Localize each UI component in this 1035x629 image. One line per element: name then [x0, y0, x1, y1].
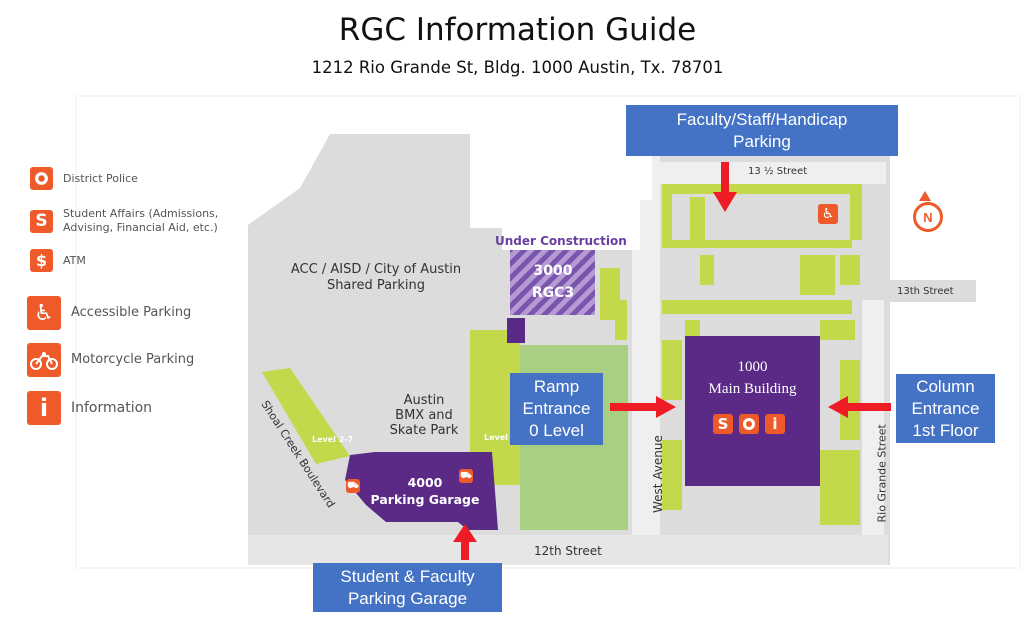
thirteenth-road: [884, 280, 976, 302]
page-title: RGC Information Guide: [338, 12, 697, 48]
west-ave-road: [632, 128, 660, 565]
shared-parking-line1: ACC / AISD / City of Austin: [290, 262, 462, 277]
dollar-icon: $: [30, 249, 53, 272]
legend-accessible-parking: ♿ Accessible Parking: [27, 296, 191, 330]
callout-line: Ramp: [533, 377, 580, 396]
garage-level-right: Level: [484, 433, 508, 442]
shared-parking-label: ACC / AISD / City of Austin Shared Parki…: [276, 262, 476, 294]
legend-atm: $ ATM: [30, 249, 86, 272]
callout-ramp-entrance: Ramp Entrance 0 Level: [510, 373, 603, 445]
legend-label-line: Student Affairs (Admissions,: [63, 207, 219, 220]
street-west-avenue: West Avenue: [651, 435, 665, 513]
callout-line: Student & Faculty: [340, 566, 475, 586]
bmx-park-label: Austin BMX and Skate Park: [376, 393, 472, 438]
rgc3-annex: [507, 318, 525, 343]
callout-line: 0 Level: [529, 421, 584, 440]
north-label: N: [923, 209, 933, 225]
callout-line: Entrance: [522, 399, 591, 418]
callout-line: Parking Garage: [347, 588, 468, 608]
landscape-green: [662, 184, 862, 525]
callout-line: 1st Floor: [912, 420, 979, 440]
bmx-line3: Skate Park: [389, 423, 459, 438]
green-areas: [262, 268, 627, 485]
street-rio-grande: Rio Grande Street: [875, 424, 889, 523]
north-pointer: [919, 191, 931, 201]
street-12th: 12th Street: [534, 544, 602, 558]
info-icon: i: [27, 391, 61, 425]
main-building-label: 1000 Main Building: [685, 356, 820, 400]
police-badge-icon: [30, 167, 53, 190]
garage-number: 4000: [407, 475, 443, 490]
address: 1212 Rio Grande St, Bldg. 1000 Austin, T…: [311, 58, 724, 77]
student-affairs-icon: S: [713, 414, 733, 434]
garage-name: Parking Garage: [370, 492, 480, 507]
bmx-line1: Austin: [403, 393, 445, 408]
main-building-number: 1000: [737, 359, 768, 375]
callout-student-garage: Student & Faculty Parking Garage: [313, 563, 502, 612]
main-building-icons: S i: [713, 414, 785, 434]
rio-grande-road: [862, 300, 884, 565]
legend-label: Student Affairs (Admissions, Advising, F…: [63, 207, 218, 235]
legend-information: i Information: [27, 391, 152, 425]
street-13-half: 13 ½ Street: [748, 166, 808, 177]
callout-column-entrance: Column Entrance 1st Floor: [896, 374, 995, 443]
legend-district-police: District Police: [30, 167, 138, 190]
bmx-line2: BMX and: [395, 408, 453, 423]
street-13th: 13th Street: [897, 286, 954, 297]
callout-line: Parking: [733, 131, 791, 151]
callout-line: Entrance: [911, 398, 980, 418]
legend-label-line: Advising, Financial Aid, etc.): [63, 221, 218, 234]
thirteen-half-road: [660, 162, 886, 184]
s-icon: S: [30, 209, 53, 233]
wheelchair-icon: ♿: [27, 296, 61, 330]
twelfth-road: [248, 535, 888, 565]
legend-label: District Police: [63, 171, 138, 185]
info-icon: i: [765, 414, 785, 434]
legend-motorcycle-parking: Motorcycle Parking: [27, 343, 194, 377]
motorcycle-icon: ⛟: [459, 469, 473, 483]
callout-line: Faculty/Staff/Handicap: [676, 109, 848, 129]
legend-label: Motorcycle Parking: [71, 352, 195, 367]
shared-parking-line2: Shared Parking: [326, 278, 426, 293]
north-arrow-icon: N: [913, 202, 943, 232]
wheelchair-icon: ♿: [818, 204, 838, 224]
legend-student-affairs: S Student Affairs (Admissions, Advising,…: [30, 207, 218, 235]
motorcycle-icon: ⛟: [346, 479, 360, 493]
main-building-name: Main Building: [708, 381, 797, 397]
legend-label: Information: [71, 400, 153, 416]
callout-faculty-parking: Faculty/Staff/Handicap Parking: [626, 105, 898, 156]
legend-label: Accessible Parking: [71, 305, 192, 320]
rgc3-building: [510, 250, 595, 315]
police-badge-icon: [739, 414, 759, 434]
garage-label: 4000 Parking Garage: [365, 474, 485, 508]
callout-line: Column: [916, 376, 975, 396]
under-construction-label: Under Construction: [495, 234, 627, 248]
rgc3-name: RGC3: [531, 285, 575, 301]
rgc3-number: 3000: [533, 263, 573, 279]
legend-label: ATM: [63, 253, 86, 267]
garage-level-left: Level 2-7: [312, 435, 354, 444]
motorcycle-icon: [27, 343, 61, 377]
main-building: [685, 336, 820, 486]
